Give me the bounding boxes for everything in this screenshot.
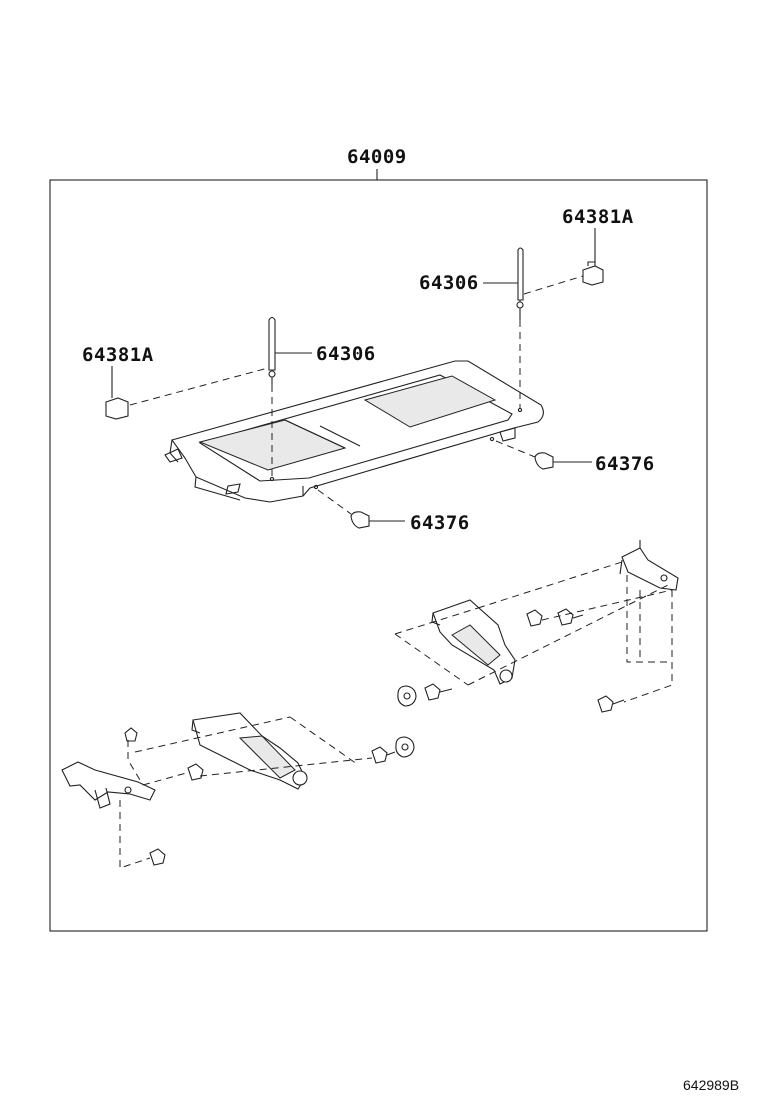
assembly-callout: 64009: [347, 146, 407, 168]
clip-left-callout: 64381A: [82, 344, 154, 366]
hinge-assembly-left: [61, 712, 415, 869]
clip-left: [105, 366, 129, 420]
package-tray-panel: [164, 360, 544, 503]
stopper-lower-callout: 64376: [410, 512, 470, 534]
support-rod-left: [129, 316, 312, 477]
clip-right: [582, 228, 604, 286]
rod-left-callout: 64306: [316, 343, 376, 365]
rod-right-callout: 64306: [419, 272, 479, 294]
stopper-lower: [317, 489, 405, 529]
support-rod-right: [483, 247, 584, 408]
stopper-right: [495, 440, 592, 470]
stopper-right-callout: 64376: [595, 453, 655, 475]
hinge-assembly-right: [394, 540, 679, 713]
diagram-id: 642989B: [683, 1077, 740, 1093]
clip-right-callout: 64381A: [562, 206, 634, 228]
assembly-frame: [49, 179, 708, 932]
